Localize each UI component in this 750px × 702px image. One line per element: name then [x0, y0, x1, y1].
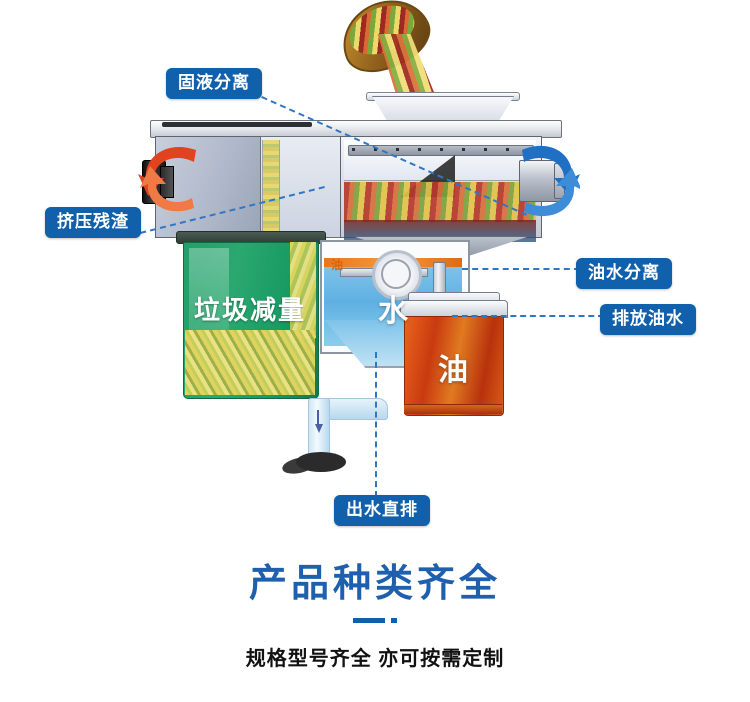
drum-food-waste	[344, 182, 536, 222]
callout-oil-water-separation[interactable]: 油水分离	[576, 258, 672, 289]
divider-bar	[353, 618, 385, 624]
rotation-arrow-blue-icon	[522, 145, 580, 217]
waste-bin-spill	[290, 242, 316, 338]
oil-layer-tag: 油	[331, 258, 344, 272]
oil-drum-band	[404, 404, 502, 414]
callout-direct-water-discharge[interactable]: 出水直排	[334, 495, 430, 526]
callout-discharge-oil-water[interactable]: 排放油水	[600, 304, 696, 335]
water-label: 水	[378, 295, 408, 328]
rotation-arrow-red-icon	[138, 146, 196, 212]
leader-discharge-oil-water	[452, 315, 604, 317]
leader-direct-water-discharge	[375, 352, 377, 497]
page-title: 产品种类齐全	[248, 563, 501, 605]
divider-dot	[391, 618, 397, 624]
machine-lid-strip	[162, 122, 312, 127]
skimmer-wheel-inner	[381, 259, 411, 289]
oil-drum	[404, 316, 504, 416]
callout-squeeze-residue[interactable]: 挤压残渣	[45, 207, 141, 238]
title-divider	[0, 612, 750, 624]
oil-drum-label: 油	[438, 354, 468, 387]
manhole-cover-icon	[296, 452, 346, 472]
down-arrow-shaft	[317, 410, 319, 426]
page-subtitle: 规格型号齐全 亦可按需定制	[245, 648, 505, 670]
down-arrow-icon	[315, 424, 323, 433]
drum-screen-pegs	[352, 148, 528, 151]
leader-oil-water-separation	[462, 268, 580, 270]
waste-bin-contents	[185, 330, 315, 395]
callout-solid-liquid-separation[interactable]: 固液分离	[166, 68, 262, 99]
waste-bin-label: 垃圾减量	[193, 295, 306, 325]
